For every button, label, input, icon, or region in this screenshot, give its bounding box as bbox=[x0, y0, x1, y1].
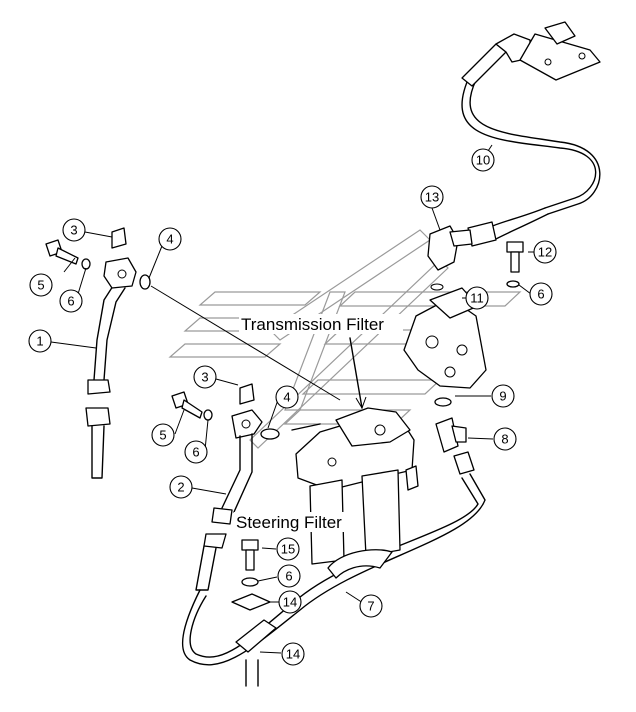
callout-2: 2 bbox=[169, 475, 193, 499]
callout-6-upper: 6 bbox=[59, 289, 83, 313]
svg-text:5: 5 bbox=[159, 428, 166, 443]
o-ring-9 bbox=[434, 397, 452, 407]
callout-6-lower: 6 bbox=[184, 440, 208, 464]
callout-1: 1 bbox=[28, 329, 52, 353]
svg-text:6: 6 bbox=[192, 445, 199, 460]
svg-text:7: 7 bbox=[367, 599, 374, 614]
callout-8: 8 bbox=[493, 427, 517, 451]
svg-text:9: 9 bbox=[499, 389, 506, 404]
callout-4-lower: 4 bbox=[275, 385, 299, 409]
svg-text:14: 14 bbox=[283, 595, 297, 610]
washer-6-bottom bbox=[241, 577, 259, 587]
fitting-8 bbox=[435, 417, 475, 475]
clamp-14-lower bbox=[235, 619, 277, 687]
callout-13: 13 bbox=[420, 185, 444, 209]
tube-2 bbox=[195, 409, 263, 591]
svg-text:2: 2 bbox=[177, 480, 184, 495]
hose-to-fitting-13 bbox=[427, 207, 549, 271]
svg-text:6: 6 bbox=[67, 294, 74, 309]
o-ring-4-upper bbox=[139, 274, 151, 290]
washer-6-right bbox=[506, 280, 520, 288]
callout-12: 12 bbox=[533, 240, 557, 264]
callout-7: 7 bbox=[359, 594, 383, 618]
svg-text:4: 4 bbox=[166, 232, 173, 247]
callout-5-lower: 5 bbox=[151, 423, 175, 447]
svg-text:8: 8 bbox=[501, 432, 508, 447]
svg-text:4: 4 bbox=[283, 390, 290, 405]
arrow-steering-filter bbox=[291, 423, 321, 431]
callout-6-bottom: 6 bbox=[277, 564, 301, 588]
bolt-5-lower bbox=[171, 391, 203, 419]
svg-text:6: 6 bbox=[537, 287, 544, 302]
leader-lines bbox=[50, 144, 534, 654]
arrow-transmission-filter bbox=[349, 337, 363, 409]
callout-14-upper: 14 bbox=[278, 590, 302, 614]
svg-text:11: 11 bbox=[470, 291, 484, 306]
callout-11: 11 bbox=[465, 286, 489, 310]
callout-3-lower: 3 bbox=[193, 365, 217, 389]
svg-text:1: 1 bbox=[36, 334, 43, 349]
svg-text:3: 3 bbox=[70, 223, 77, 238]
transmission-filter-assembly bbox=[295, 407, 419, 579]
callout-5-upper: 5 bbox=[29, 273, 53, 297]
svg-text:6: 6 bbox=[285, 569, 292, 584]
svg-text:14: 14 bbox=[286, 647, 300, 662]
tube-1 bbox=[85, 257, 137, 479]
callout-4-upper: 4 bbox=[158, 227, 182, 251]
bolt-12 bbox=[506, 241, 524, 273]
svg-text:Transmission Filter: Transmission Filter bbox=[241, 315, 384, 334]
svg-text:12: 12 bbox=[538, 245, 552, 260]
callout-14-lower: 14 bbox=[281, 642, 305, 666]
clamp-14-upper bbox=[231, 593, 271, 611]
washer-6-lower bbox=[203, 409, 213, 421]
transmission-filter-label: Transmission Filter bbox=[239, 314, 403, 334]
callout-3-upper: 3 bbox=[62, 218, 86, 242]
callout-9: 9 bbox=[491, 384, 515, 408]
o-ring-4-lower bbox=[260, 428, 280, 440]
callout-10: 10 bbox=[471, 148, 495, 172]
svg-text:Steering Filter: Steering Filter bbox=[236, 513, 342, 532]
svg-text:15: 15 bbox=[281, 542, 295, 557]
cap-3-upper bbox=[111, 227, 127, 249]
arrow-head-transmission bbox=[355, 396, 367, 409]
callout-6-right: 6 bbox=[529, 282, 553, 306]
leader-o-ring-4 bbox=[150, 285, 341, 401]
bolt-5-upper bbox=[45, 239, 79, 265]
svg-text:5: 5 bbox=[37, 278, 44, 293]
bolt-15 bbox=[241, 539, 259, 571]
cap-3-lower bbox=[239, 383, 255, 405]
hose-10 bbox=[461, 21, 601, 215]
svg-text:10: 10 bbox=[476, 153, 490, 168]
callout-15: 15 bbox=[276, 537, 300, 561]
svg-text:13: 13 bbox=[425, 190, 439, 205]
svg-text:3: 3 bbox=[201, 370, 208, 385]
steering-filter-label: Steering Filter bbox=[234, 512, 358, 532]
washer-6-upper bbox=[81, 258, 91, 270]
